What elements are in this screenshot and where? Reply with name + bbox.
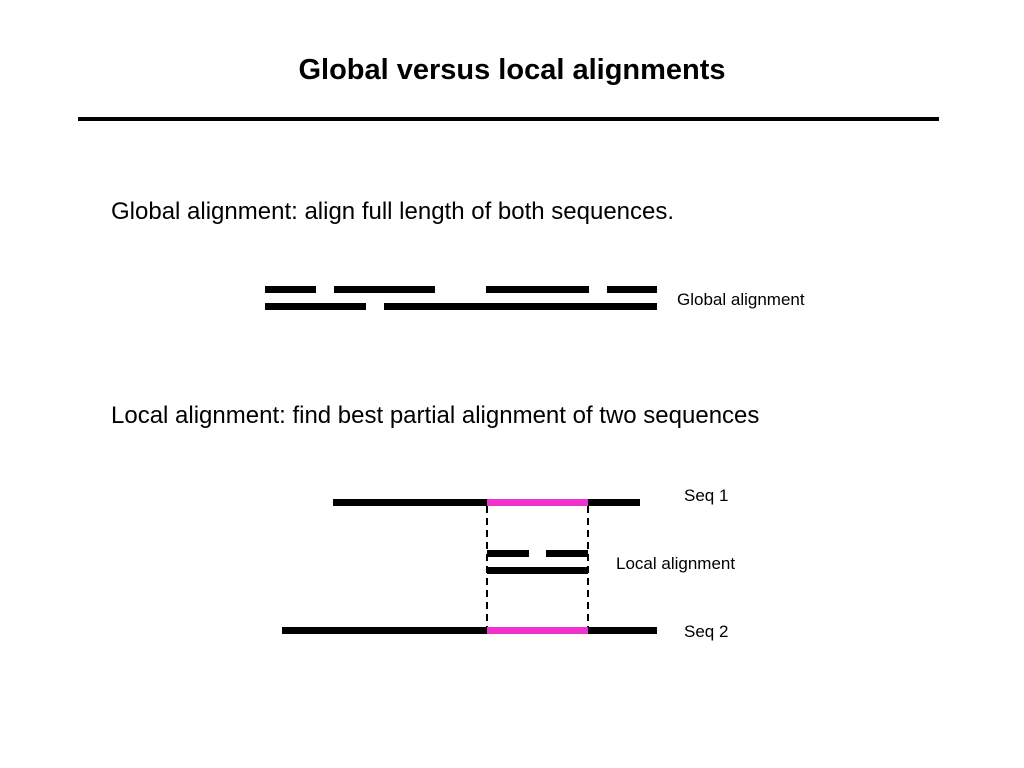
local-top-segment-2 xyxy=(546,550,588,557)
global-bottom-segment-2 xyxy=(384,303,657,310)
local-bottom-segment xyxy=(487,567,588,574)
seq1-left-segment xyxy=(333,499,487,506)
seq2-right-segment xyxy=(588,627,657,634)
seq2-line xyxy=(282,627,657,634)
seq2-label: Seq 2 xyxy=(684,622,729,641)
global-alignment-label: Global alignment xyxy=(677,290,805,309)
seq1-line xyxy=(333,499,640,506)
seq2-aligned-region xyxy=(487,627,588,634)
seq1-label: Seq 1 xyxy=(684,486,729,505)
global-top-segment-2 xyxy=(334,286,435,293)
global-top-segment-4 xyxy=(607,286,657,293)
seq1-aligned-region xyxy=(487,499,588,506)
seq2-left-segment xyxy=(282,627,487,634)
title-underline xyxy=(78,117,939,121)
global-top-segment-3 xyxy=(486,286,589,293)
local-top-segment-1 xyxy=(487,550,529,557)
global-bottom-segment-1 xyxy=(265,303,366,310)
local-alignment-block xyxy=(487,550,588,574)
seq1-right-segment xyxy=(588,499,640,506)
slide-title: Global versus local alignments xyxy=(298,54,726,86)
global-bottom-sequence xyxy=(265,303,657,310)
local-alignment-label: Local alignment xyxy=(616,554,736,573)
global-top-sequence xyxy=(265,286,657,293)
alignment-connectors xyxy=(486,506,589,627)
global-alignment-description: Global alignment: align full length of b… xyxy=(111,198,675,225)
global-top-segment-1 xyxy=(265,286,316,293)
local-alignment-description: Local alignment: find best partial align… xyxy=(111,402,760,429)
